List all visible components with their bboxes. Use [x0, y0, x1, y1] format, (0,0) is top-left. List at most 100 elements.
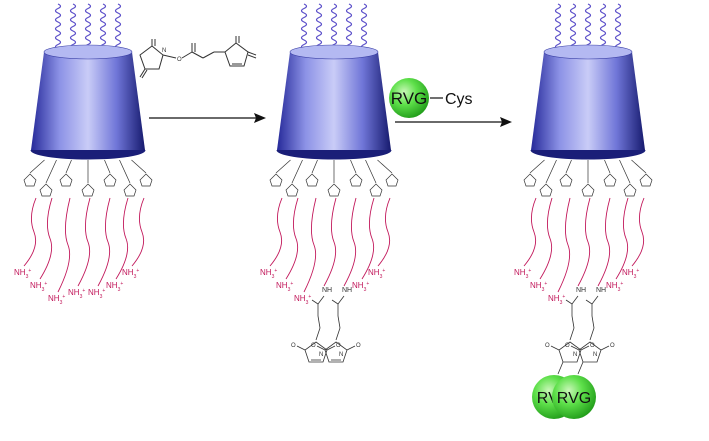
amine-label: NH3+ — [48, 294, 65, 306]
triazole-ring — [559, 173, 573, 187]
triazole-ring — [39, 183, 53, 197]
spacer-bond — [45, 159, 57, 184]
carbonyl — [316, 345, 326, 351]
amine-label: NH3+ — [276, 281, 293, 293]
oxygen-label: O — [177, 57, 182, 63]
cone-top — [543, 44, 633, 60]
linker-chain — [77, 197, 91, 287]
linker-chain — [577, 197, 591, 287]
spacer-bond — [631, 159, 647, 174]
panel-rvg-conjugate: NH3+NH3+NH3+NH3+NH3+NHOONRVGNHOONRVG — [514, 3, 653, 419]
spacer-bond — [604, 159, 611, 174]
maleimide-arm — [316, 295, 356, 363]
bond — [591, 315, 595, 329]
cone-top — [289, 44, 379, 60]
amide-nh-label: NH — [342, 287, 352, 294]
triazole-ring — [369, 183, 383, 197]
imide-ring — [558, 341, 582, 363]
maleimide-arm — [296, 295, 336, 363]
linker-chain — [323, 197, 337, 287]
carbonyl — [570, 345, 580, 351]
amine-label: NH3+ — [622, 268, 639, 280]
cone-bottom — [30, 149, 146, 160]
spacer-bond — [565, 159, 572, 174]
bond — [571, 315, 575, 329]
cys-label: Cys — [445, 91, 473, 108]
triazole-ring — [123, 183, 137, 197]
linker-chain — [343, 197, 357, 287]
spacer-bond — [365, 159, 377, 184]
linker-chain — [269, 197, 283, 267]
triazole-row — [523, 159, 653, 197]
carbonyl — [326, 345, 336, 351]
rvg-sphere — [389, 78, 429, 118]
triazole-ring — [139, 173, 153, 187]
bond — [331, 299, 339, 305]
cone-top — [43, 44, 133, 60]
rvg-label: RVG — [391, 89, 428, 108]
bond — [591, 295, 599, 305]
linker-chain — [97, 197, 111, 287]
carbonyl — [296, 345, 306, 351]
linker-chain — [361, 197, 375, 280]
maleimide-arm — [570, 295, 610, 375]
triazole-ring — [59, 173, 73, 187]
thioether-bond — [577, 361, 584, 375]
amine-linkers — [523, 197, 645, 293]
triazole-ring — [603, 173, 617, 187]
bond — [337, 295, 345, 305]
oxygen-label: O — [311, 343, 316, 349]
triazole-ring — [285, 183, 299, 197]
bond — [585, 299, 593, 305]
reaction-arrow-2 — [395, 117, 512, 127]
triazole-ring — [623, 183, 637, 197]
spacer-bond — [29, 159, 45, 174]
spacer-bond — [291, 159, 303, 184]
nitrogen-label: N — [319, 352, 323, 358]
amine-label: NH3+ — [514, 268, 531, 280]
bond — [317, 295, 325, 305]
amine-linkers — [23, 197, 145, 293]
amine-label: NH3+ — [352, 281, 369, 293]
bond — [569, 327, 575, 341]
cone-body — [277, 52, 391, 150]
bond — [315, 327, 321, 341]
spacer-bond — [529, 159, 545, 174]
bond — [337, 315, 341, 329]
spacer-bond — [131, 159, 147, 174]
amine-label: NH3+ — [30, 281, 47, 293]
imide-ring — [324, 341, 348, 363]
amine-label: NH3+ — [122, 268, 139, 280]
spacer-bond — [377, 159, 393, 174]
nitrogen-label: N — [339, 352, 343, 358]
nitrogen-label: N — [593, 352, 597, 358]
spacer-bond — [119, 159, 131, 184]
cyclodextrin-cone — [530, 44, 646, 160]
bond — [317, 315, 321, 329]
oxygen-label: O — [610, 343, 615, 349]
cone-bottom — [276, 149, 392, 160]
linker-chain — [557, 197, 571, 293]
carbonyl — [580, 345, 590, 351]
amine-label: NH3+ — [260, 268, 277, 280]
amine-label: NH3+ — [88, 288, 105, 300]
carbonyl — [346, 345, 356, 351]
cyclodextrin-cone — [276, 44, 392, 160]
panel-starting-conjugate: NH3+NH3+NH3+NH3+NH3+NH3+NH3+ — [14, 3, 153, 306]
linker-chain — [615, 197, 629, 280]
cone-body — [531, 52, 645, 150]
rvg-conjugated: RVG — [552, 375, 596, 419]
linker-chain — [115, 197, 129, 280]
nhs-maleimide-reagent — [139, 36, 257, 79]
amine-label: NH3+ — [14, 268, 31, 280]
spacer-bond — [350, 159, 357, 174]
triazole-row — [23, 159, 153, 197]
amine-label: NH3+ — [548, 294, 565, 306]
oxygen-label: O — [356, 343, 361, 349]
spacer-bond — [311, 159, 318, 174]
triazole-ring — [639, 173, 653, 187]
thioether-bond — [557, 361, 564, 375]
amine-label: NH3+ — [368, 268, 385, 280]
